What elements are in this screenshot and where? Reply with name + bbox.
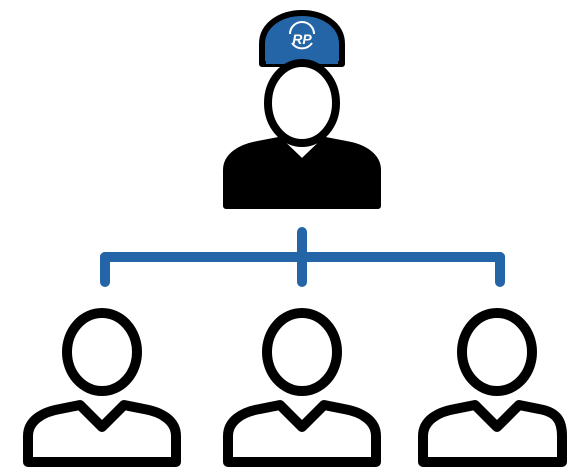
leader-person-icon: RP xyxy=(223,10,381,209)
hard-hat-icon: RP xyxy=(259,10,345,67)
member-person-icon-2 xyxy=(223,308,381,467)
leader-head-icon xyxy=(264,59,340,147)
logo-text: RP xyxy=(292,31,312,47)
member-person-icon-1 xyxy=(23,308,181,467)
leader-body-icon xyxy=(223,137,381,209)
rp-logo-icon: RP xyxy=(289,21,315,50)
member-person-icon-3 xyxy=(418,308,567,467)
org-chart-connector xyxy=(100,227,505,287)
